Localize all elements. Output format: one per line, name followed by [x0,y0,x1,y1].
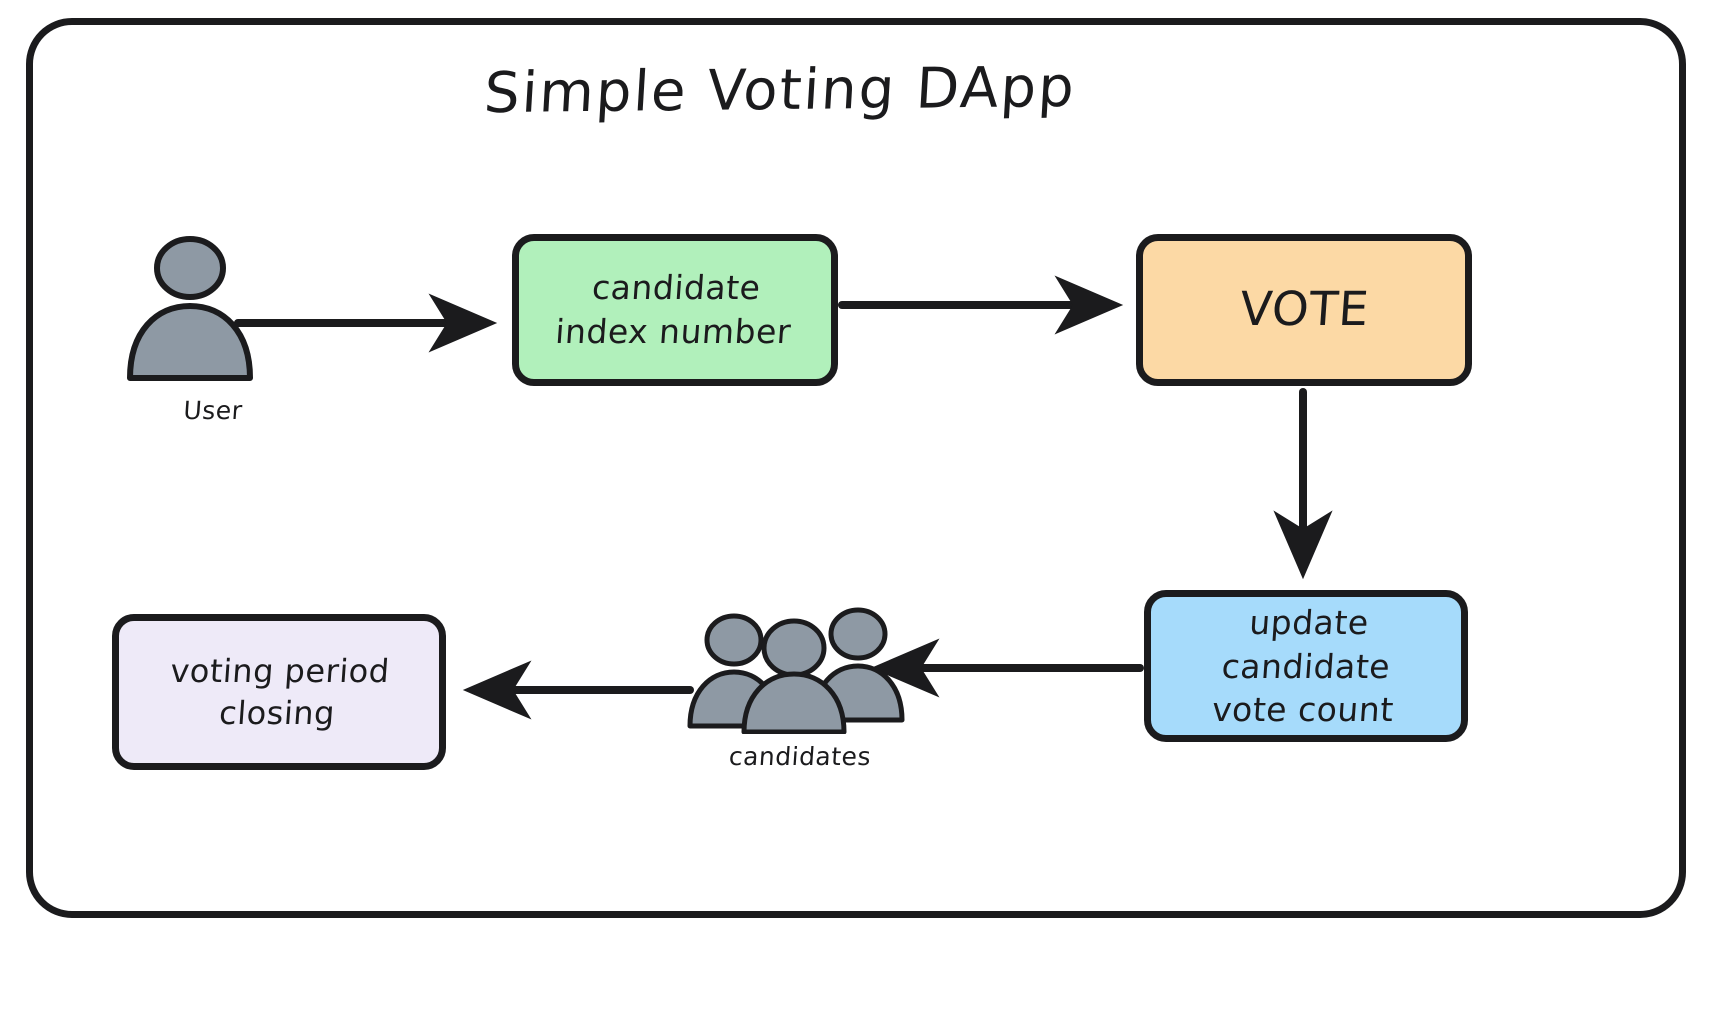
diagram-frame [26,18,1686,918]
node-update-candidate-vote-count[interactable]: update candidate vote count [1144,590,1468,742]
single-person-icon [118,228,308,388]
node-voting-period-closing-label: voting period closing [154,650,403,734]
node-voting-period-closing[interactable]: voting period closing [112,614,446,770]
candidates-caption: candidates [727,742,873,771]
node-candidate-index-number-label: candidate index number [542,266,808,353]
node-line-1: voting period [169,651,392,690]
node-line-1: candidate [591,268,763,308]
node-vote-label: VOTE [1237,281,1371,337]
node-line-2: index number [554,312,793,351]
node-line-2: closing [218,694,337,732]
node-update-candidate-vote-count-label: update candidate vote count [1146,601,1465,732]
node-line-1: update candidate [1220,602,1392,686]
node-vote[interactable]: VOTE [1136,234,1472,386]
group-of-people-icon [682,604,922,735]
node-line-2: vote count [1210,689,1396,729]
user-caption: User [182,396,244,425]
node-candidate-index-number[interactable]: candidate index number [512,234,838,386]
